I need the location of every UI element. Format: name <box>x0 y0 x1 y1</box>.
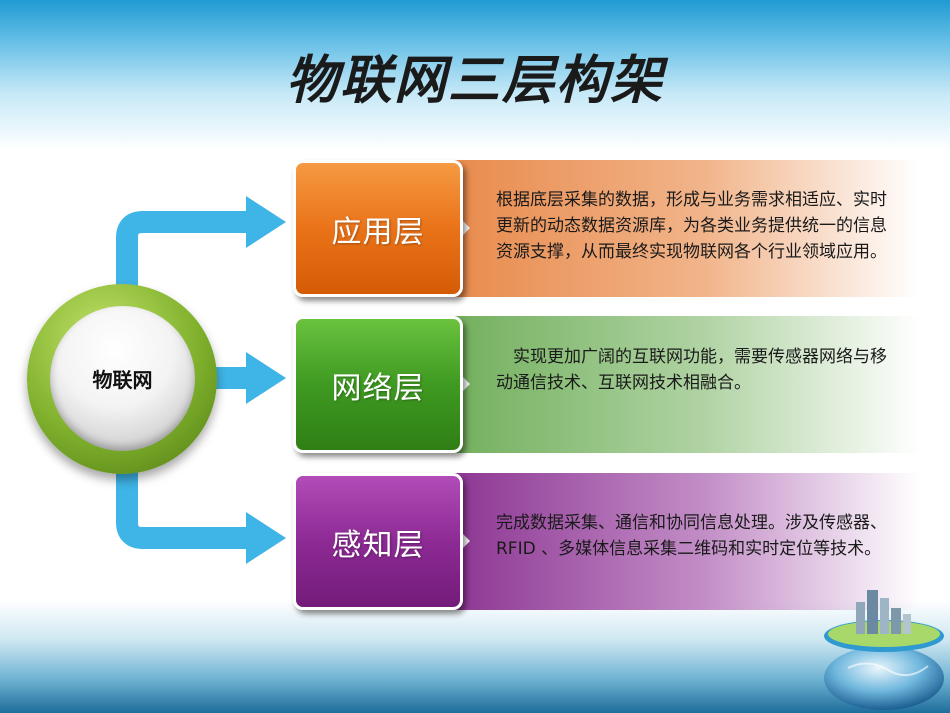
network-layer-box: 网络层 <box>293 316 463 453</box>
network-layer-description: 实现更加广阔的互联网功能，需要传感器网络与移动通信技术、互联网技术相融合。 <box>496 347 887 393</box>
hub-circle: 物联网 <box>50 306 195 451</box>
header-gradient <box>0 0 950 150</box>
application-layer-band <box>440 160 920 297</box>
perception-layer-box: 感知层 <box>293 473 463 610</box>
application-layer-box: 应用层 <box>293 160 463 297</box>
arrow-head-application <box>246 196 286 248</box>
network-layer-band <box>440 316 920 453</box>
perception-layer-band <box>440 473 920 610</box>
application-layer-description: 根据底层采集的数据，形成与业务需求相适应、实时更新的动态数据资源库，为各类业务提… <box>496 190 887 262</box>
globe-city-illustration <box>824 590 944 710</box>
connector-to-perception <box>116 458 248 549</box>
arrow-head-network <box>246 352 286 404</box>
perception-layer-label: 感知层 <box>331 527 425 563</box>
footer-wave <box>0 600 950 713</box>
slide-title: 物联网三层构架 <box>285 50 664 111</box>
network-layer-label: 网络层 <box>331 370 425 406</box>
arrow-head-perception <box>246 512 286 564</box>
hub-label: 物联网 <box>92 368 153 392</box>
application-layer-label: 应用层 <box>331 214 425 250</box>
perception-layer-description: 完成数据采集、通信和协同信息处理。涉及传感器、 RFID 、多媒体信息采集二维码… <box>496 513 887 559</box>
connector-to-application <box>116 211 248 300</box>
